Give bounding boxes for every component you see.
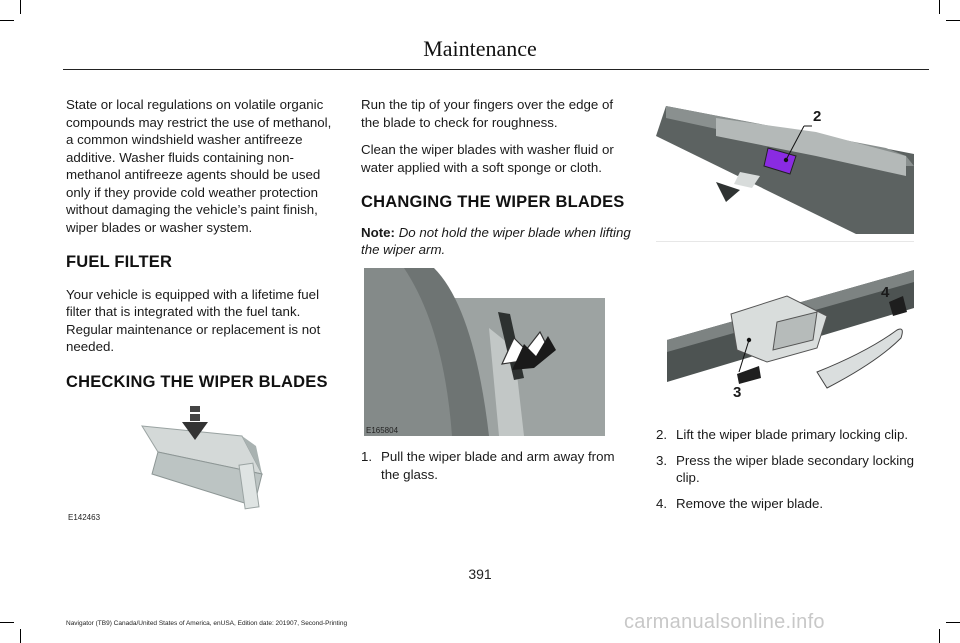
crop-mark bbox=[939, 0, 940, 14]
note: Note: Do not hold the wiper blade when l… bbox=[361, 224, 633, 259]
watermark: carmanualsonline.info bbox=[624, 611, 825, 633]
steps-list-1: 1. Pull the wiper blade and arm away fro… bbox=[361, 448, 633, 491]
crop-mark bbox=[0, 622, 14, 623]
wiper-arm-lift-drawing bbox=[364, 268, 605, 436]
checking-wiper-blades-heading: CHECKING THE WIPER BLADES bbox=[66, 372, 328, 391]
step-number: 1. bbox=[361, 449, 373, 464]
step-text: Press the wiper blade secondary locking … bbox=[676, 452, 914, 486]
figure-code: E165804 bbox=[366, 426, 399, 435]
check-roughness-paragraph: Run the tip of your fingers over the edg… bbox=[361, 97, 614, 130]
step-1: 1. Pull the wiper blade and arm away fro… bbox=[361, 448, 633, 483]
wiper-blade-check-drawing bbox=[141, 406, 263, 510]
secondary-clip-illustration: 4 3 bbox=[667, 262, 914, 408]
secondary-clip-drawing bbox=[667, 270, 914, 389]
crop-mark bbox=[20, 0, 21, 14]
steps-list-2: 2. Lift the wiper blade primary locking … bbox=[656, 426, 926, 520]
callout-4: 4 bbox=[881, 284, 890, 301]
step-number: 3. bbox=[656, 452, 668, 468]
crop-mark bbox=[946, 622, 960, 623]
step-text: Remove the wiper blade. bbox=[676, 495, 824, 511]
page-title: Maintenance bbox=[423, 36, 537, 61]
wiper-arm-lift-illustration: E165804 bbox=[364, 268, 605, 436]
primary-clip-illustration: 2 bbox=[656, 96, 914, 243]
edition-footer: Navigator (TB9) Canada/United States of … bbox=[66, 620, 348, 627]
step-3: 3. Press the wiper blade secondary locki… bbox=[656, 452, 926, 487]
fuel-filter-paragraph: Your vehicle is equipped with a lifetime… bbox=[66, 286, 321, 355]
step-number: 2. bbox=[656, 427, 668, 442]
changing-wiper-blades-heading: CHANGING THE WIPER BLADES bbox=[361, 193, 625, 211]
page-number: 391 bbox=[468, 566, 492, 582]
step-4: 4. Remove the wiper blade. bbox=[656, 495, 926, 513]
fuel-filter-heading: FUEL FILTER bbox=[66, 253, 173, 271]
note-text: Do not hold the wiper blade when lifting… bbox=[361, 224, 631, 258]
callout-2: 2 bbox=[813, 108, 822, 125]
figure-code: E142463 bbox=[68, 513, 101, 522]
clean-blades-paragraph: Clean the wiper blades with washer fluid… bbox=[361, 142, 614, 175]
step-text: Pull the wiper blade and arm away from t… bbox=[381, 449, 615, 482]
methanol-paragraph: State or local regulations on volatile o… bbox=[66, 97, 332, 235]
crop-mark bbox=[0, 20, 14, 21]
column-2: Run the tip of your fingers over the edg… bbox=[361, 96, 633, 269]
note-label: Note: bbox=[361, 224, 395, 240]
crop-mark bbox=[20, 629, 21, 643]
step-text: Lift the wiper blade primary locking cli… bbox=[676, 427, 909, 442]
step-2: 2. Lift the wiper blade primary locking … bbox=[656, 426, 926, 444]
callout-3: 3 bbox=[733, 384, 742, 401]
crop-mark bbox=[946, 20, 960, 21]
column-1: State or local regulations on volatile o… bbox=[66, 96, 338, 391]
wiper-blade-check-illustration: E142463 bbox=[66, 396, 338, 524]
header-divider bbox=[63, 69, 929, 70]
primary-clip-drawing bbox=[656, 106, 914, 243]
crop-mark bbox=[939, 629, 940, 643]
step-number: 4. bbox=[656, 495, 668, 511]
